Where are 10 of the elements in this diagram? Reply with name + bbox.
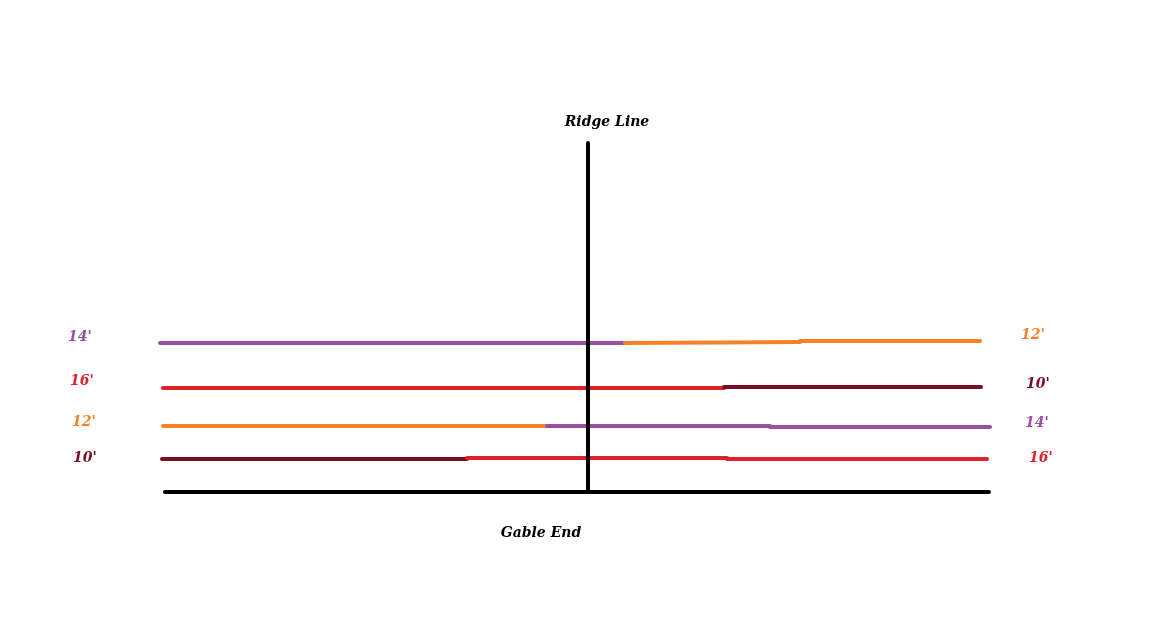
length-label: 10' — [73, 450, 97, 464]
length-label: 14' — [68, 329, 92, 343]
length-label: 12' — [72, 414, 96, 428]
length-label: 10' — [1026, 376, 1050, 390]
length-label: 14' — [1025, 415, 1049, 429]
roof-part-label: Ridge Line — [564, 114, 650, 128]
length-label: 12' — [1021, 327, 1045, 341]
roof-part-label: Gable End — [500, 525, 582, 539]
length-label: 16' — [1029, 450, 1053, 464]
length-label: 16' — [70, 373, 94, 387]
